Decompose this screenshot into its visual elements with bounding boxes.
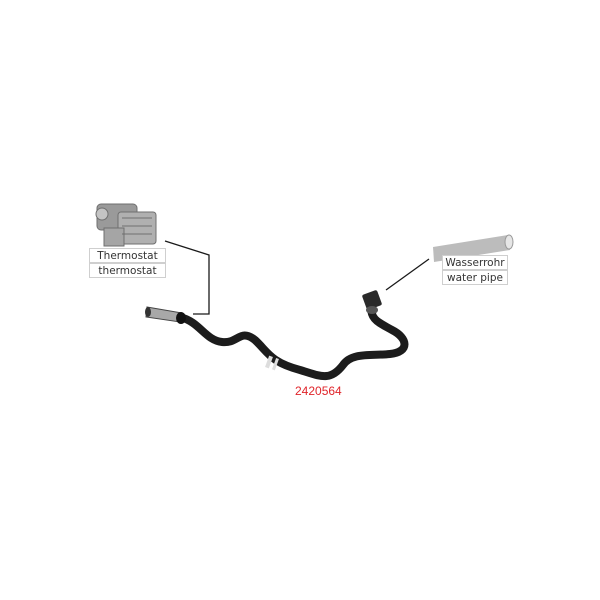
water-pipe-leader-line — [385, 258, 430, 291]
hose-clip — [272, 358, 279, 371]
thermostat-label-de: Thermostat — [89, 248, 166, 263]
part-number: 2420564 — [295, 384, 342, 398]
hose-clip — [265, 355, 273, 369]
thermostat-leader-line — [164, 240, 210, 315]
thermostat-label-en: thermostat — [89, 263, 166, 278]
water-pipe-label-de: Wasserrohr — [442, 255, 508, 270]
water-pipe-label-en: water pipe — [442, 270, 508, 285]
hose-end-water-pipe — [362, 290, 382, 314]
thermostat-image — [95, 203, 157, 247]
hose — [176, 300, 409, 381]
